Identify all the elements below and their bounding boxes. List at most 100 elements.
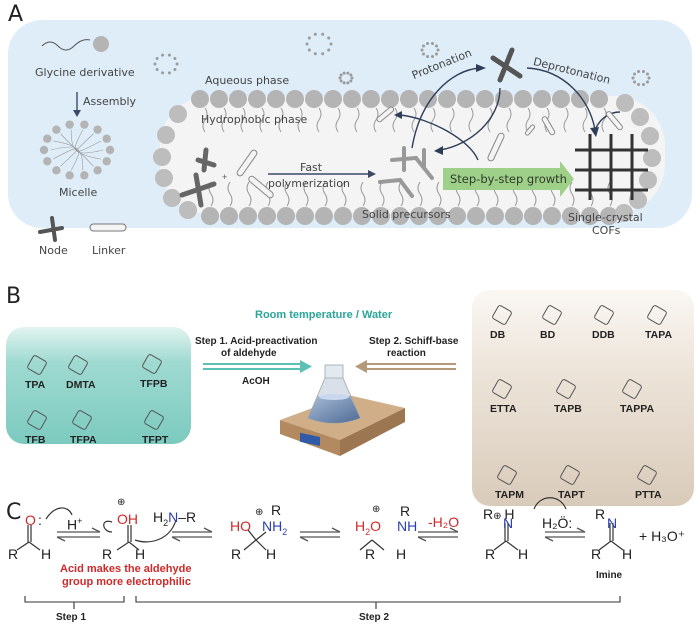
- step2-label-line2: reaction: [387, 348, 426, 359]
- micelle-bead: [43, 134, 52, 143]
- bead: [155, 169, 173, 187]
- hydroxyl-group: HO: [230, 518, 251, 534]
- solid-precursors-label: Solid precursors: [362, 208, 451, 221]
- r-group: R: [400, 503, 411, 519]
- bead: [334, 207, 352, 225]
- h-atom: H: [396, 546, 407, 562]
- condition-label: Room temperature / Water: [255, 309, 393, 321]
- amine-box: [472, 290, 694, 506]
- floater-bead: [175, 62, 179, 66]
- compound-label: DMTA: [66, 379, 96, 391]
- h-atom: H: [41, 546, 52, 562]
- micelle-bead: [102, 134, 111, 143]
- floater-bead: [167, 71, 171, 75]
- floater-bead: [631, 76, 635, 80]
- compound-label: TPA: [25, 379, 46, 391]
- tail: [246, 181, 252, 207]
- floater-bead: [647, 76, 651, 80]
- floater-bead: [313, 32, 317, 36]
- floater-bead: [420, 48, 424, 52]
- floater-bead: [342, 81, 346, 85]
- step1-label-line1: Step 1. Acid-preactivation: [195, 336, 318, 347]
- fast-label: Fast: [300, 161, 323, 174]
- floater-bead: [633, 72, 637, 76]
- floater-bead: [349, 73, 353, 77]
- bead: [641, 127, 659, 145]
- bead: [267, 90, 285, 108]
- bead: [467, 207, 485, 225]
- assembly-label: Assembly: [83, 95, 137, 108]
- bead: [381, 90, 399, 108]
- tail: [417, 181, 423, 207]
- floater-bead: [645, 80, 649, 84]
- tail: [468, 107, 474, 133]
- tail: [582, 107, 588, 133]
- oxygen-lone-pair: :: [38, 512, 42, 528]
- r-group: R: [102, 546, 113, 562]
- micelle-bead: [93, 166, 102, 175]
- tail: [569, 181, 575, 207]
- linker-legend-icon: [89, 223, 127, 232]
- r-group: R: [485, 546, 496, 562]
- bead: [153, 148, 171, 166]
- floater-bead: [426, 54, 430, 58]
- bead: [615, 204, 633, 222]
- glycine-head: [93, 36, 109, 52]
- bead: [169, 105, 187, 123]
- floater-bead: [329, 42, 333, 46]
- solid-precursors-icon: [378, 146, 434, 198]
- bead: [533, 90, 551, 108]
- tail: [449, 107, 455, 133]
- bead: [277, 207, 295, 225]
- r-group: R: [595, 506, 606, 522]
- compound-label: DB: [490, 329, 506, 341]
- bead: [631, 108, 649, 126]
- floater-bead: [434, 44, 438, 48]
- micelle-bead: [52, 166, 61, 175]
- r-group: R: [365, 546, 376, 562]
- step1-label-line2: of aldehyde: [221, 348, 277, 359]
- floater-bead: [436, 48, 440, 52]
- linker-label: Linker: [92, 244, 126, 257]
- bead: [220, 207, 238, 225]
- acid-note-line2: group more electrophilic: [62, 576, 191, 588]
- tail: [227, 181, 233, 207]
- imine-label: Imine: [596, 570, 623, 581]
- carbonyl-oxygen: O: [25, 512, 36, 528]
- amine-reagent: H2N–R: [153, 509, 197, 528]
- bead: [419, 90, 437, 108]
- tail: [284, 181, 290, 207]
- bead: [616, 94, 634, 112]
- floater-bead: [167, 53, 171, 57]
- floater-bead: [434, 52, 438, 56]
- stirrer-readout: 500 rmp: [301, 455, 318, 460]
- micelle-bead: [80, 120, 89, 129]
- tail: [221, 107, 227, 133]
- tail: [563, 107, 569, 133]
- erlenmeyer-flask: [307, 364, 361, 424]
- aqueous-phase-label: Aqueous phase: [205, 74, 290, 87]
- h-atom: H: [622, 546, 633, 562]
- compound-label: TAPT: [558, 489, 585, 501]
- micelle-bead: [52, 125, 61, 134]
- tail: [436, 181, 442, 207]
- floater-bead: [637, 70, 641, 74]
- compound-label: DDB: [592, 329, 615, 341]
- bead: [476, 90, 494, 108]
- tail: [392, 107, 398, 133]
- bead: [448, 207, 466, 225]
- panel-c-letter: C: [6, 500, 22, 525]
- bead: [372, 207, 390, 225]
- floater-bead: [173, 57, 177, 61]
- tail: [360, 181, 366, 207]
- micelle-bead: [80, 171, 89, 180]
- bead: [286, 90, 304, 108]
- compound-label: TAPA: [645, 329, 673, 341]
- ammonium-group: NH2: [262, 518, 288, 537]
- bead: [643, 149, 661, 167]
- h-atom: H: [135, 546, 146, 562]
- floater-bead: [346, 81, 350, 85]
- tail: [240, 107, 246, 133]
- floater-bead: [350, 76, 354, 80]
- step1-reagent: AcOH: [242, 376, 270, 387]
